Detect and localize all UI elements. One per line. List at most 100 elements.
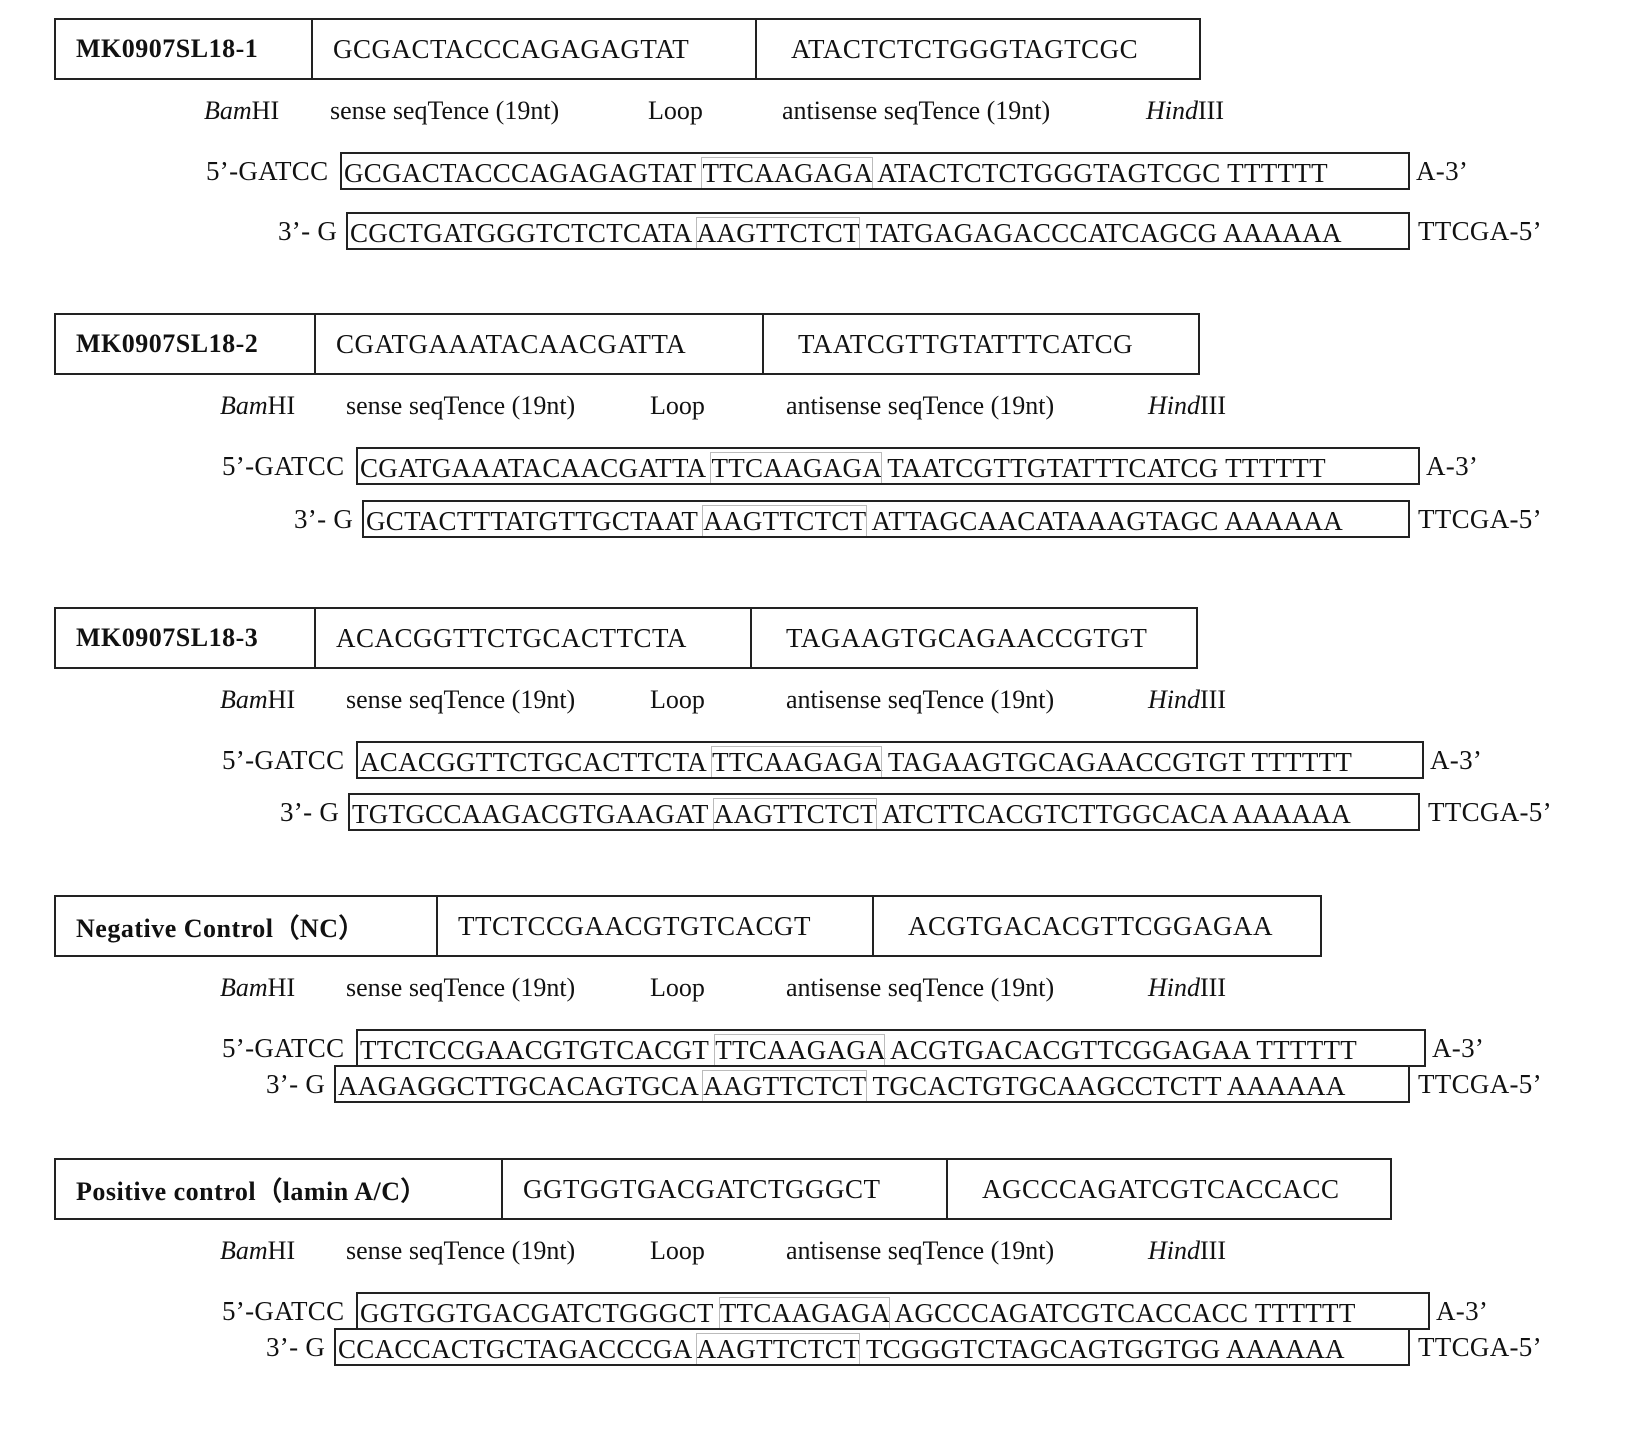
top-antisense: ACGTGACACGTTCGGAGAA [890, 1035, 1250, 1065]
hindiii-label: HindIII [1148, 973, 1226, 1002]
bottom-terminator: AAAAAA [1224, 506, 1344, 536]
top-loop: TTCAAGAGA [710, 452, 882, 483]
loop-label: Loop [650, 685, 705, 714]
top-strand-insert: TTCTCCGAACGTGTCACGT TTCAAGAGA ACGTGACACG… [356, 1029, 1426, 1067]
construct-name: MK0907SL18-1 [76, 34, 259, 63]
shrna-block: Positive control（lamin A/C） GGTGGTGACGAT… [0, 1158, 1630, 1438]
top-strand-5-prime-end: 5’-GATCC [206, 156, 329, 186]
construct-name: MK0907SL18-2 [76, 329, 259, 358]
top-terminator: TTTTTT [1251, 747, 1353, 777]
shrna-block: MK0907SL18-1 GCGACTACCCAGAGAGTAT ATACTCT… [0, 18, 1630, 298]
loop-label: Loop [648, 96, 703, 125]
bottom-antisense: ATCTTCACGTCTTGGCACA [882, 799, 1227, 829]
top-sense: ACACGGTTCTGCACTTCTA [360, 747, 706, 777]
loop-label: Loop [650, 973, 705, 1002]
antisense-label: antisense seqTence (19nt) [782, 96, 1051, 125]
bottom-sense: CGCTGATGGGTCTCTCATA [350, 218, 692, 248]
antisense-label: antisense seqTence (19nt) [786, 1236, 1055, 1265]
sense-label: sense seqTence (19nt) [330, 96, 560, 125]
bottom-loop: AAGTTCTCT [695, 217, 861, 248]
bottom-strand-5-prime-end: TTCGA-5’ [1418, 504, 1542, 534]
header-sense-sequence: GCGACTACCCAGAGAGTAT [311, 20, 755, 78]
bottom-strand-3-prime-end: 3’- G [294, 504, 354, 534]
bamhi-label: BamHI [220, 391, 296, 420]
top-strand-3-prime-end: A-3’ [1432, 1033, 1485, 1063]
header-antisense-sequence: TAATCGTTGTATTTCATCG [762, 315, 1198, 373]
bottom-terminator: AAAAAA [1226, 1334, 1345, 1364]
bottom-strand-insert: AAGAGGCTTGCACAGTGCA AAGTTCTCT TGCACTGTGC… [334, 1065, 1410, 1103]
bottom-sense: CCACCACTGCTAGACCCGA [338, 1334, 692, 1364]
sequence-header-table: Positive control（lamin A/C） GGTGGTGACGAT… [54, 1158, 1392, 1220]
bamhi-label: BamHI [220, 1236, 296, 1265]
bottom-strand-5-prime-end: TTCGA-5’ [1428, 797, 1552, 827]
antisense-label: antisense seqTence (19nt) [786, 391, 1055, 420]
header-sense-sequence: TTCTCCGAACGTGTCACGT [436, 897, 872, 955]
sequence-header-table: MK0907SL18-1 GCGACTACCCAGAGAGTAT ATACTCT… [54, 18, 1201, 80]
bottom-loop: AAGTTCTCT [712, 798, 878, 829]
sense-label: sense seqTence (19nt) [346, 685, 576, 714]
header-antisense-sequence: ATACTCTCTGGGTAGTCGC [755, 20, 1199, 78]
top-sense: TTCTCCGAACGTGTCACGT [360, 1035, 709, 1065]
top-strand-5-prime-end: 5’-GATCC [222, 1296, 345, 1326]
top-terminator: TTTTTT [1225, 453, 1326, 483]
hindiii-label: HindIII [1148, 685, 1226, 714]
header-sense-sequence: CGATGAAATACAACGATTA [314, 315, 762, 373]
bottom-sense: TGTGCCAAGACGTGAAGAT [352, 799, 709, 829]
construct-name: MK0907SL18-3 [76, 623, 259, 652]
bottom-terminator: AAAAAA [1232, 799, 1352, 829]
header-antisense-sequence: AGCCCAGATCGTCACCACC [946, 1160, 1390, 1218]
bottom-strand-3-prime-end: 3’- G [280, 797, 340, 827]
bamhi-label: BamHI [220, 973, 296, 1002]
sequence-header-table: MK0907SL18-2 CGATGAAATACAACGATTA TAATCGT… [54, 313, 1200, 375]
top-strand-5-prime-end: 5’-GATCC [222, 451, 345, 481]
sequence-header-table: Negative Control（NC） TTCTCCGAACGTGTCACGT… [54, 895, 1322, 957]
bottom-strand-5-prime-end: TTCGA-5’ [1418, 1332, 1542, 1362]
construct-name: Negative Control（NC） [76, 913, 365, 943]
bottom-strand-5-prime-end: TTCGA-5’ [1418, 1069, 1542, 1099]
top-loop: TTCAAGAGA [718, 1297, 890, 1328]
bottom-strand-insert: CGCTGATGGGTCTCTCATA AAGTTCTCT TATGAGAGAC… [346, 212, 1410, 250]
sense-label: sense seqTence (19nt) [346, 1236, 576, 1265]
top-strand-5-prime-end: 5’-GATCC [222, 745, 345, 775]
bottom-strand-insert: CCACCACTGCTAGACCCGA AAGTTCTCT TCGGGTCTAG… [334, 1328, 1410, 1366]
bottom-terminator: AAAAAA [1226, 1071, 1346, 1101]
header-sense-sequence: ACACGGTTCTGCACTTCTA [314, 609, 750, 667]
top-sense: GGTGGTGACGATCTGGGCT [360, 1298, 714, 1328]
top-antisense: TAATCGTTGTATTTCATCG [887, 453, 1219, 483]
top-strand-3-prime-end: A-3’ [1416, 156, 1469, 186]
top-strand-5-prime-end: 5’-GATCC [222, 1033, 345, 1063]
top-antisense: ATACTCTCTGGGTAGTCGC [877, 158, 1221, 188]
bottom-strand-5-prime-end: TTCGA-5’ [1418, 216, 1542, 246]
loop-label: Loop [650, 391, 705, 420]
top-loop: TTCAAGAGA [701, 157, 873, 188]
top-strand-insert: ACACGGTTCTGCACTTCTA TTCAAGAGA TAGAAGTGCA… [356, 741, 1424, 779]
shrna-block: MK0907SL18-3 ACACGGTTCTGCACTTCTA TAGAAGT… [0, 607, 1630, 887]
construct-name: Positive control（lamin A/C） [76, 1176, 428, 1206]
bottom-strand-3-prime-end: 3’- G [278, 216, 338, 246]
top-strand-3-prime-end: A-3’ [1426, 451, 1479, 481]
hindiii-label: HindIII [1146, 96, 1224, 125]
top-strand-3-prime-end: A-3’ [1430, 745, 1483, 775]
loop-label: Loop [650, 1236, 705, 1265]
top-antisense: AGCCCAGATCGTCACCACC [894, 1298, 1249, 1328]
bottom-strand-insert: TGTGCCAAGACGTGAAGAT AAGTTCTCT ATCTTCACGT… [348, 793, 1420, 831]
top-strand-insert: CGATGAAATACAACGATTA TTCAAGAGA TAATCGTTGT… [356, 447, 1420, 485]
top-sense: CGATGAAATACAACGATTA [360, 453, 705, 483]
bottom-loop: AAGTTCTCT [702, 505, 867, 536]
antisense-label: antisense seqTence (19nt) [786, 973, 1055, 1002]
bottom-terminator: AAAAAA [1223, 218, 1342, 248]
top-loop: TTCAAGAGA [714, 1034, 886, 1065]
hindiii-label: HindIII [1148, 1236, 1226, 1265]
bamhi-label: BamHI [204, 96, 280, 125]
bamhi-label: BamHI [220, 685, 296, 714]
sense-label: sense seqTence (19nt) [346, 391, 576, 420]
bottom-loop: AAGTTCTCT [702, 1070, 867, 1101]
top-terminator: TTTTTT [1254, 1298, 1356, 1328]
sense-label: sense seqTence (19nt) [346, 973, 576, 1002]
top-strand-insert: GGTGGTGACGATCTGGGCT TTCAAGAGA AGCCCAGATC… [356, 1292, 1430, 1330]
bottom-antisense: TGCACTGTGCAAGCCTCTT [872, 1071, 1222, 1101]
bottom-sense: GCTACTTTATGTTGCTAAT [366, 506, 698, 536]
antisense-label: antisense seqTence (19nt) [786, 685, 1055, 714]
shrna-block: Negative Control（NC） TTCTCCGAACGTGTCACGT… [0, 895, 1630, 1175]
bottom-strand-3-prime-end: 3’- G [266, 1069, 326, 1099]
